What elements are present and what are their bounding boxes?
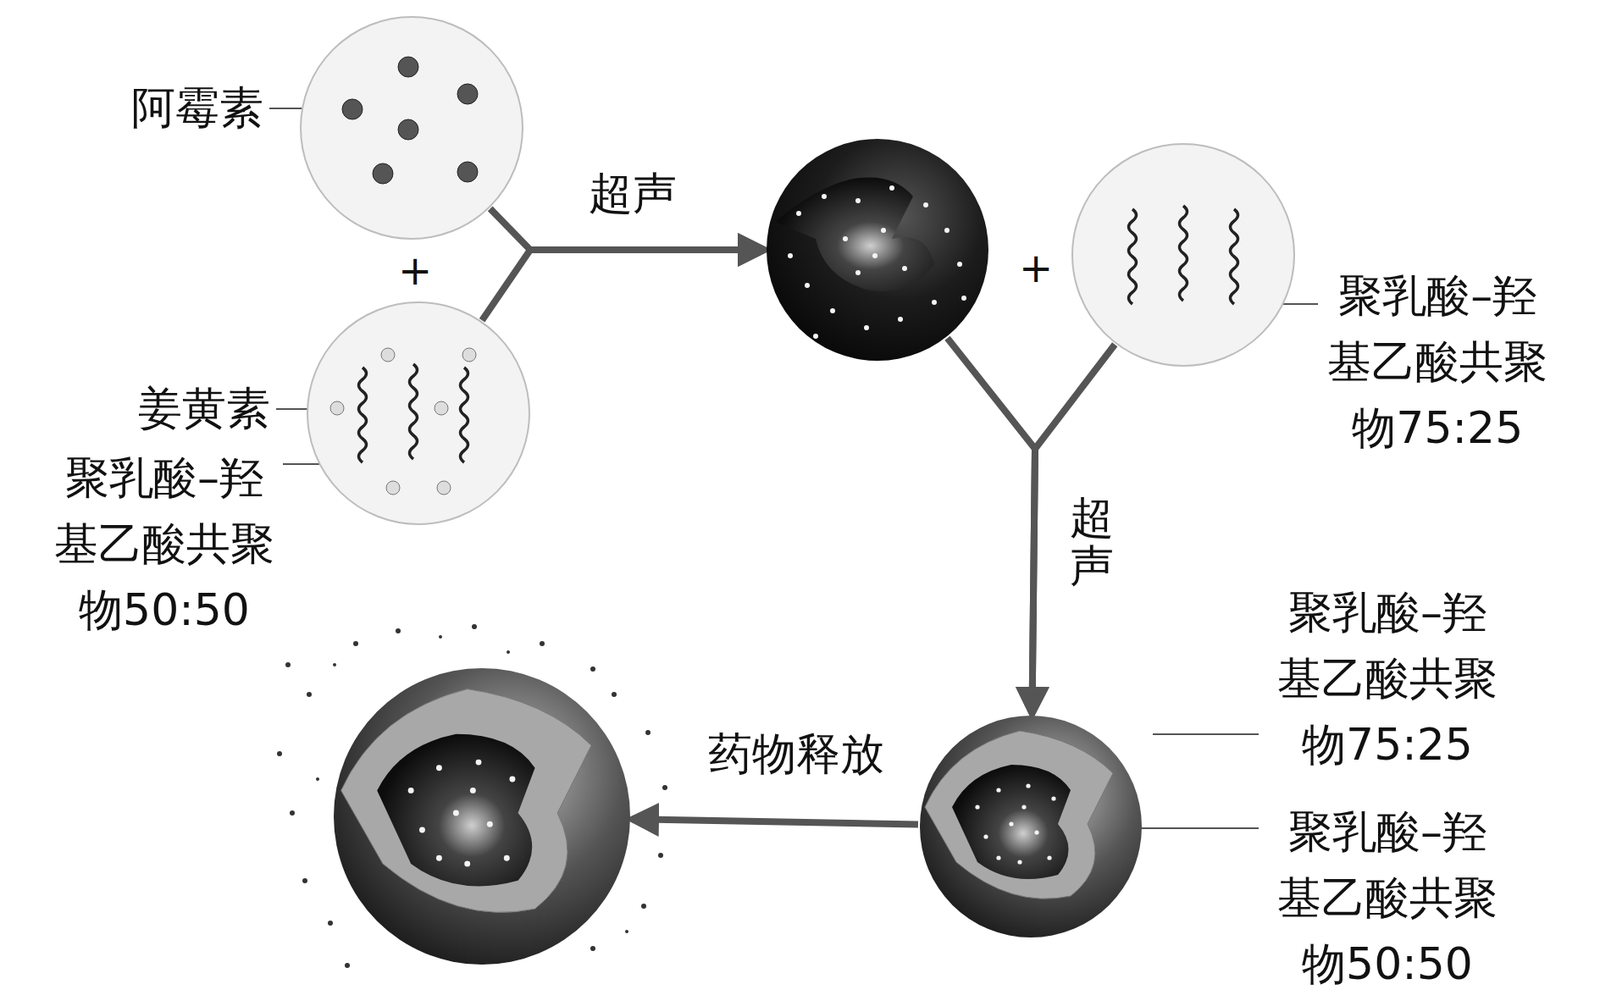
node-label: 聚乳酸–羟基乙酸共聚物75:25: [1326, 262, 1550, 461]
node-label: 姜黄素: [138, 375, 271, 442]
edge-label: 药物释放: [704, 728, 888, 780]
plus-sign: +: [398, 248, 432, 293]
process-arrow: [481, 249, 765, 321]
released-drug-dots: [276, 624, 668, 969]
node-label: 聚乳酸–羟基乙酸共聚物50:50: [1276, 798, 1500, 997]
nanoparticle-sphere: 聚乳酸–羟基乙酸共聚物75:25聚乳酸–羟基乙酸共聚物50:50: [918, 714, 1144, 940]
node-label: 聚乳酸–羟基乙酸共聚物50:50: [53, 444, 277, 643]
plus-sign: +: [1018, 245, 1053, 290]
node-shape: [1070, 142, 1296, 368]
leader-line: [1122, 827, 1259, 830]
leader-line: [1152, 733, 1259, 736]
nanoparticle-sphere: [332, 666, 632, 967]
node-shape: [332, 666, 632, 967]
solution-circle: 姜黄素聚乳酸–羟基乙酸共聚物50:50: [305, 300, 532, 526]
node-label: 阿霉素: [131, 74, 264, 141]
node-shape: [764, 137, 991, 363]
nanoparticle-sphere: [764, 137, 991, 363]
edge-label: 超声: [585, 167, 681, 219]
node-label: 聚乳酸–羟基乙酸共聚物75:25: [1276, 579, 1500, 778]
process-arrow: [631, 819, 919, 825]
solution-circle: 聚乳酸–羟基乙酸共聚物75:25: [1070, 142, 1296, 368]
process-arrow: [947, 337, 1036, 715]
process-arrow: [1032, 344, 1116, 715]
edge-label: 超声: [1069, 493, 1114, 591]
node-shape: [298, 15, 525, 241]
node-shape: [918, 714, 1144, 940]
solution-circle: 阿霉素: [298, 15, 525, 241]
node-shape: [305, 300, 532, 526]
